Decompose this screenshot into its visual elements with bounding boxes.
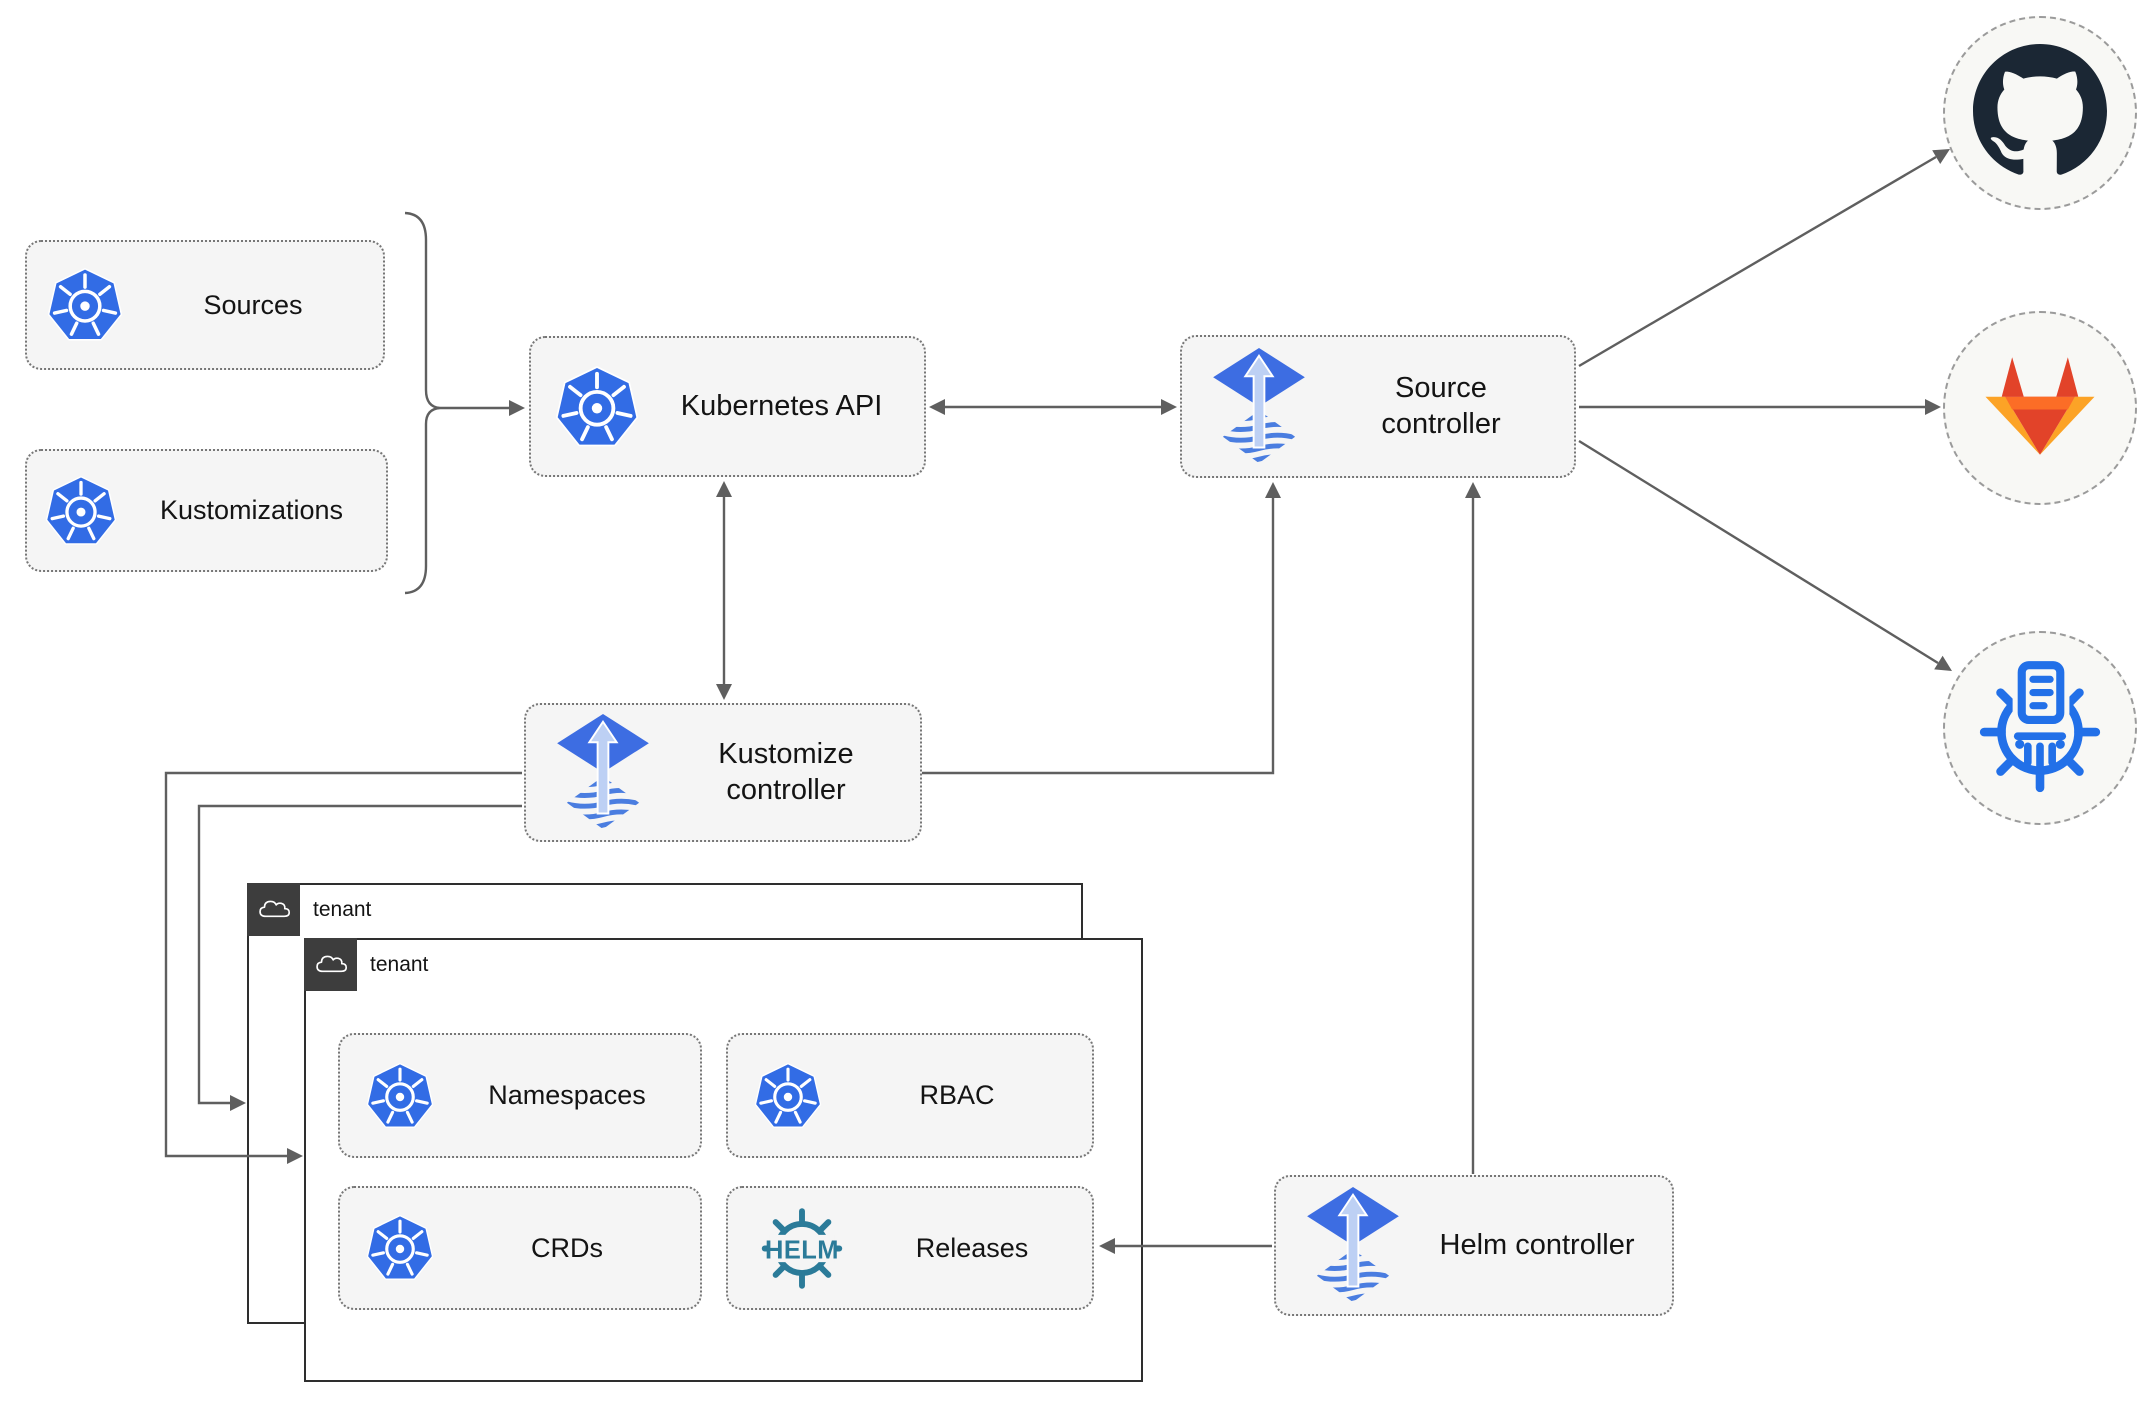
node-helm-controller-label: Helm controller	[1439, 1228, 1635, 1261]
node-namespaces-label: Namespaces	[488, 1080, 646, 1110]
flux-icon	[1210, 346, 1308, 467]
node-sources: Sources	[25, 240, 385, 370]
helm-icon-text: HELM	[765, 1236, 839, 1264]
external-github	[1943, 16, 2137, 210]
kubernetes-icon	[45, 476, 117, 546]
kubernetes-icon	[366, 1063, 434, 1129]
node-kustomizations: Kustomizations	[25, 449, 388, 572]
github-icon	[1973, 44, 2107, 183]
node-source-controller: Source controller	[1180, 335, 1576, 478]
flux-icon	[1304, 1185, 1402, 1306]
node-releases-label: Releases	[915, 1232, 1029, 1263]
tenant-inner-label: tenant	[370, 952, 429, 976]
node-crds-label: CRDs	[531, 1232, 603, 1263]
node-kustomizations-label: Kustomizations	[159, 495, 344, 525]
helm-icon: HELM	[752, 1201, 852, 1296]
node-kubernetes-api: Kubernetes API	[529, 336, 926, 477]
node-crds: CRDs	[338, 1186, 702, 1310]
tenant-outer-label: tenant	[313, 897, 372, 921]
node-releases: HELM Releases	[726, 1186, 1094, 1310]
group-brace	[404, 211, 441, 595]
kubernetes-icon	[555, 366, 639, 448]
node-rbac-label: RBAC	[919, 1080, 995, 1110]
tenant-group-inner: tenant	[304, 938, 1143, 1382]
node-kustomize-controller: Kustomize controller	[524, 703, 922, 842]
flux-icon	[554, 712, 652, 833]
node-rbac: RBAC	[726, 1033, 1094, 1158]
cloud-icon	[247, 883, 300, 936]
node-kustomize-controller-label: Kustomize controller	[718, 737, 854, 806]
node-namespaces: Namespaces	[338, 1033, 702, 1158]
node-kubernetes-api-label: Kubernetes API	[680, 389, 883, 422]
kubernetes-icon	[366, 1215, 434, 1281]
gitlab-icon	[1976, 348, 2104, 469]
kubernetes-icon	[754, 1063, 822, 1129]
external-chartmuseum	[1943, 631, 2137, 825]
kubernetes-icon	[47, 268, 123, 342]
node-sources-label: Sources	[203, 289, 303, 320]
external-gitlab	[1943, 311, 2137, 505]
node-helm-controller: Helm controller	[1274, 1175, 1674, 1316]
node-source-controller-label: Source controller	[1381, 371, 1501, 440]
chartmuseum-icon	[1969, 655, 2111, 802]
cloud-icon	[304, 938, 357, 991]
